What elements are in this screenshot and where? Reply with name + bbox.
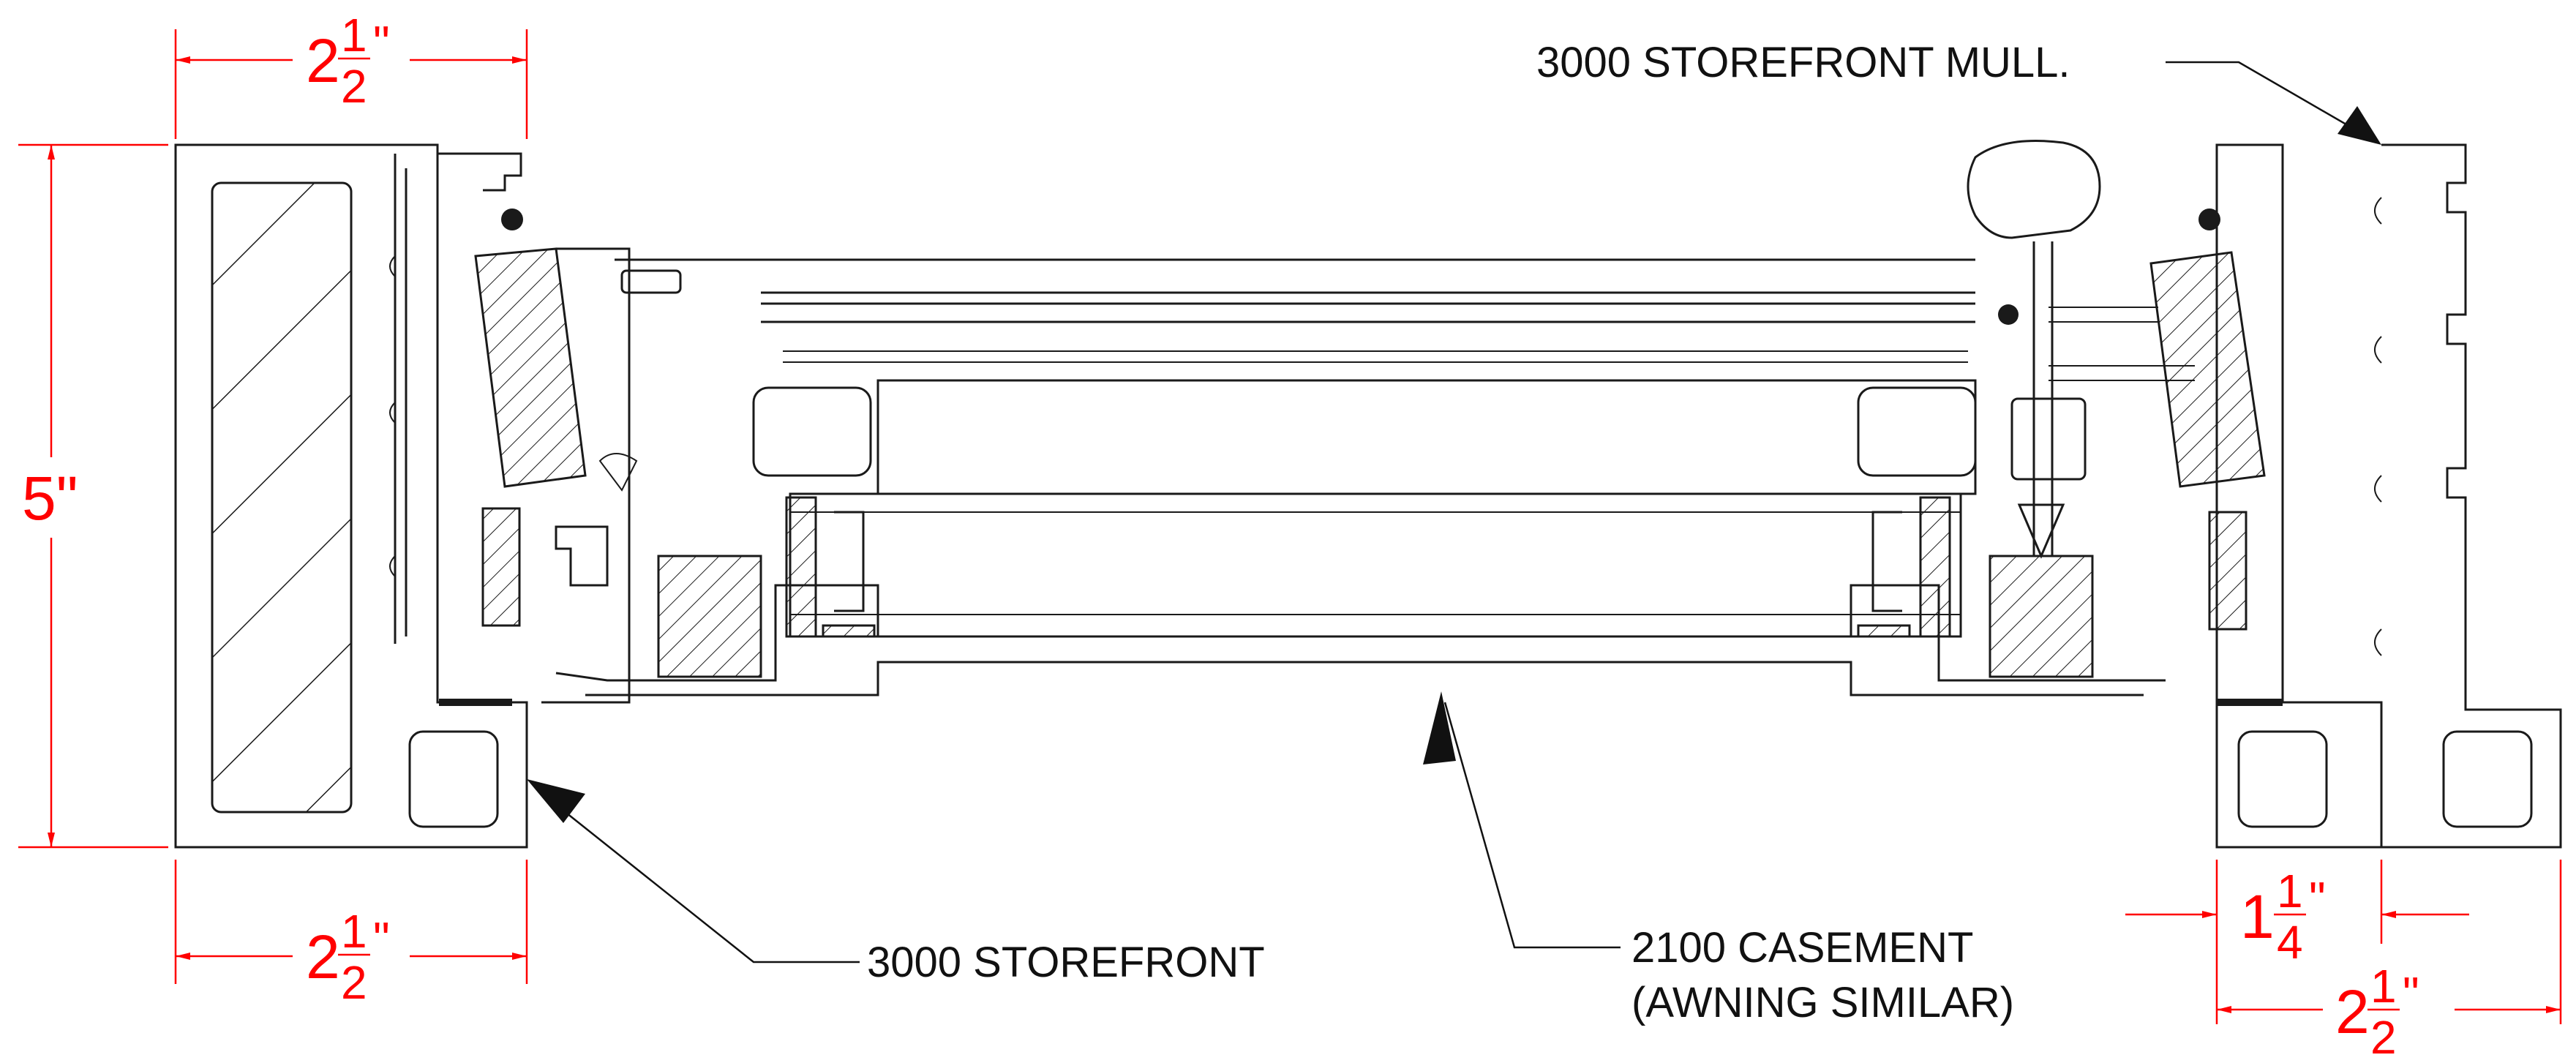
glass-unit-upper — [876, 379, 1977, 495]
mullion-interlock — [2381, 143, 2562, 849]
mullion-left-half — [2215, 143, 2383, 849]
label-casement-line1: 2100 CASEMENT — [1631, 924, 1973, 972]
gasket-left — [501, 209, 523, 230]
left-storefront-frame — [174, 143, 587, 849]
dim-right-outer-num: 1 — [2370, 960, 2397, 1013]
operator-handle — [1967, 140, 2101, 239]
dim-top-left-num: 1 — [341, 9, 367, 61]
dim-top-left-den: 2 — [341, 60, 367, 113]
leader-arrow-mull — [2337, 106, 2381, 145]
thermal-block-left — [657, 555, 762, 678]
dim-right-inner-den: 4 — [2277, 916, 2303, 969]
setting-block-left — [481, 507, 521, 627]
dim-height-total: 5" — [22, 464, 78, 533]
dim-bottom-left-num: 1 — [341, 905, 367, 958]
casement-operator-hardware — [1967, 140, 2195, 559]
dim-right-outer-whole: 2 — [2335, 977, 2370, 1046]
leader-arrow-storefront — [527, 779, 585, 823]
dim-bottom-left-whole: 2 — [306, 923, 340, 991]
dim-right-outer-unit: " — [2403, 967, 2419, 1020]
dim-right-inner-whole: 1 — [2240, 882, 2275, 951]
dimensions: 2 1 2 " 5" 2 1 2 " 1 1 4 " 2 1 2 " — [18, 9, 2562, 1063]
label-storefront: 3000 STOREFRONT — [867, 939, 1265, 986]
dim-right-outer-den: 2 — [2370, 1011, 2397, 1063]
dim-right-inner-num: 1 — [2277, 865, 2303, 917]
dim-right-inner-unit: " — [2309, 872, 2326, 925]
casement-section — [541, 247, 2166, 704]
leader-arrow-casement — [1423, 691, 1456, 765]
wood-blocking — [211, 181, 353, 814]
dim-top-left-unit: " — [373, 16, 390, 69]
dim-top-left-whole: 2 — [306, 26, 340, 95]
label-casement-line2: (AWNING SIMILAR) — [1631, 979, 2014, 1026]
right-storefront-mullion — [2149, 143, 2562, 849]
thermal-block-right — [1989, 555, 2094, 678]
label-storefront-mull: 3000 STOREFRONT MULL. — [1536, 39, 2070, 86]
dim-bottom-left-unit: " — [373, 912, 390, 965]
glazing-wedge-right — [2149, 251, 2266, 488]
dim-bottom-left-den: 2 — [341, 956, 367, 1009]
callouts: 3000 STOREFRONT MULL. 3000 STOREFRONT 21… — [527, 39, 2381, 1026]
storefront-thermal-box — [408, 730, 499, 828]
glazing-wedge-left — [474, 247, 587, 488]
